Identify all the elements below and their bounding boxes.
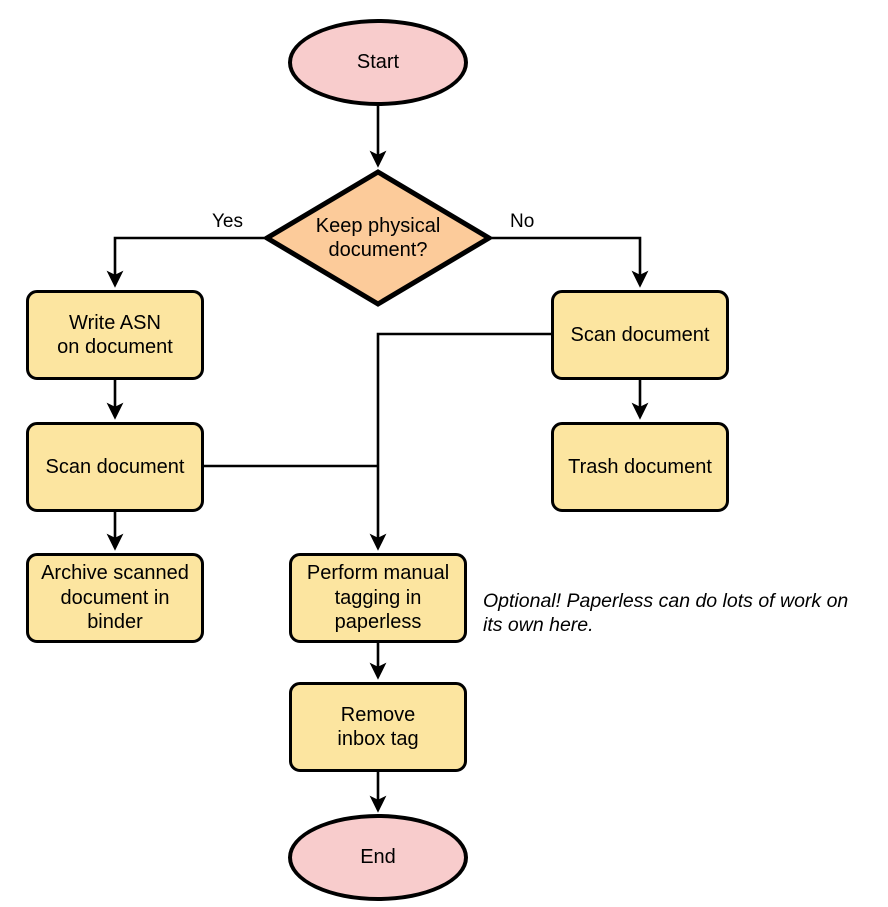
node-remove-inbox-tag-label: Remove inbox tag <box>337 703 419 750</box>
node-start[interactable]: Start <box>288 19 468 106</box>
node-remove-inbox-tag[interactable]: Remove inbox tag <box>289 682 467 772</box>
node-tagging-label: Perform manual tagging in paperless <box>306 562 450 634</box>
node-end-label: End <box>360 846 396 869</box>
node-scan-document-left[interactable]: Scan document <box>26 422 204 512</box>
node-write-asn-on-document[interactable]: Write ASN on document <box>26 290 204 380</box>
node-archive-scanned-document[interactable]: Archive scanned document in binder <box>26 553 204 643</box>
node-end[interactable]: End <box>288 814 468 901</box>
node-trash-document[interactable]: Trash document <box>551 422 729 512</box>
node-scan-document-right[interactable]: Scan document <box>551 290 729 380</box>
node-archive-label: Archive scanned document in binder <box>41 562 189 634</box>
edge-decision-no-to-scan-right <box>492 236 649 288</box>
node-start-label: Start <box>356 51 400 74</box>
node-write-asn-label: Write ASN on document <box>57 311 173 358</box>
edge-label-no: No <box>510 211 535 232</box>
annotation-optional-note: Optional! Paperless can do lots of work … <box>483 590 849 637</box>
node-perform-manual-tagging[interactable]: Perform manual tagging in paperless <box>289 553 467 643</box>
edge-label-yes: Yes <box>212 211 243 232</box>
node-trash-document-label: Trash document <box>568 455 712 478</box>
edge-scan-right-to-tagging <box>369 332 551 551</box>
node-scan-document-left-label: Scan document <box>45 455 185 478</box>
node-scan-document-right-label: Scan document <box>570 323 710 346</box>
diamond-shape <box>264 169 492 307</box>
edge-decision-yes-to-write-asn <box>106 236 264 288</box>
node-decision-keep-physical-document[interactable]: Keep physical document? <box>264 169 492 307</box>
node-decision-label: Keep physical document? <box>315 214 441 261</box>
